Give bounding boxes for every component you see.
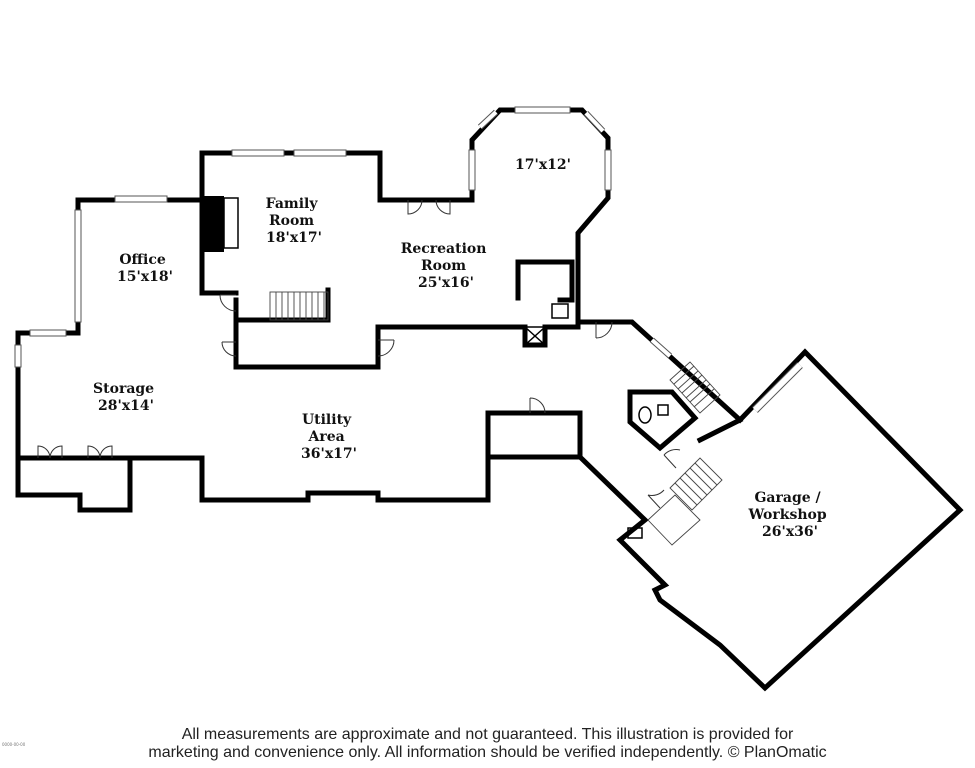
label-storage: Storage 28'x14'	[93, 381, 159, 414]
window	[604, 149, 612, 191]
bath-wall	[627, 389, 699, 452]
window	[514, 106, 571, 114]
garage-wall	[696, 416, 744, 444]
tiny-stamp: 0000-00-00	[2, 742, 26, 747]
garage-staircase	[647, 361, 723, 546]
hearth	[223, 197, 239, 249]
sink	[551, 303, 569, 319]
vanity	[657, 404, 669, 416]
double-door	[37, 445, 63, 459]
disclaimer-line-2: marketing and convenience only. All info…	[148, 744, 827, 761]
door	[595, 321, 613, 339]
stair-wall	[233, 297, 528, 370]
double-door	[87, 445, 113, 459]
outer-wall	[15, 107, 964, 692]
door	[219, 294, 237, 312]
label-utility-area: Utility Area 36'x17'	[301, 412, 357, 462]
label-bay-room: 17'x12'	[515, 157, 571, 173]
label-family-room: Family Room 18'x17'	[266, 196, 323, 246]
chimney-chase	[524, 326, 546, 346]
door	[663, 449, 681, 469]
label-office: Office 15'x18'	[117, 252, 173, 285]
toilet	[638, 406, 652, 424]
window	[293, 149, 347, 157]
staircase	[269, 291, 329, 321]
bar-counter	[515, 259, 575, 303]
fireplace	[202, 196, 224, 252]
window	[29, 329, 67, 337]
window	[114, 195, 168, 203]
label-garage-workshop: Garage / Workshop 26'x36'	[747, 490, 831, 540]
double-door	[407, 199, 451, 215]
disclaimer-line-1: All measurements are approximate and not…	[181, 726, 794, 743]
rec-wall	[522, 324, 581, 348]
door	[529, 397, 546, 414]
door	[221, 341, 237, 357]
window	[231, 149, 285, 157]
utility-sink	[627, 527, 643, 539]
door	[647, 489, 665, 509]
window	[74, 209, 82, 323]
window	[468, 149, 476, 191]
floor-plan: Family Room 18'x17' Office 15'x18' Recre…	[14, 106, 964, 692]
window	[14, 344, 22, 368]
door	[377, 339, 395, 357]
utility-wall	[485, 410, 583, 460]
label-recreation-room: Recreation Room 25'x16'	[401, 241, 492, 291]
disclaimer: All measurements are approximate and not…	[60, 726, 915, 762]
